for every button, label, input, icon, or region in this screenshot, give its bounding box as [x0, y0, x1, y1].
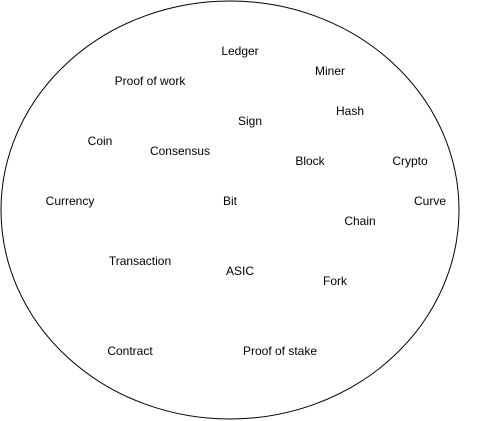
term-consensus: Consensus	[150, 144, 210, 158]
term-coin: Coin	[88, 134, 113, 148]
term-sign: Sign	[238, 114, 262, 128]
term-miner: Miner	[315, 64, 345, 78]
term-proof-of-stake: Proof of stake	[243, 344, 317, 358]
term-currency: Currency	[46, 194, 95, 208]
container-ellipse	[0, 0, 460, 420]
term-fork: Fork	[323, 274, 348, 288]
term-asic: ASIC	[226, 264, 254, 278]
term-crypto: Crypto	[392, 154, 428, 168]
term-transaction: Transaction	[109, 254, 171, 268]
term-ledger: Ledger	[221, 44, 258, 58]
term-contract: Contract	[107, 344, 153, 358]
term-chain: Chain	[344, 214, 375, 228]
term-hash: Hash	[336, 104, 364, 118]
term-block: Block	[295, 154, 325, 168]
term-labels: Ledger Miner Proof of work Hash Sign Coi…	[46, 44, 447, 358]
term-proof-of-work: Proof of work	[115, 74, 187, 88]
term-bit: Bit	[223, 194, 238, 208]
term-curve: Curve	[414, 194, 446, 208]
